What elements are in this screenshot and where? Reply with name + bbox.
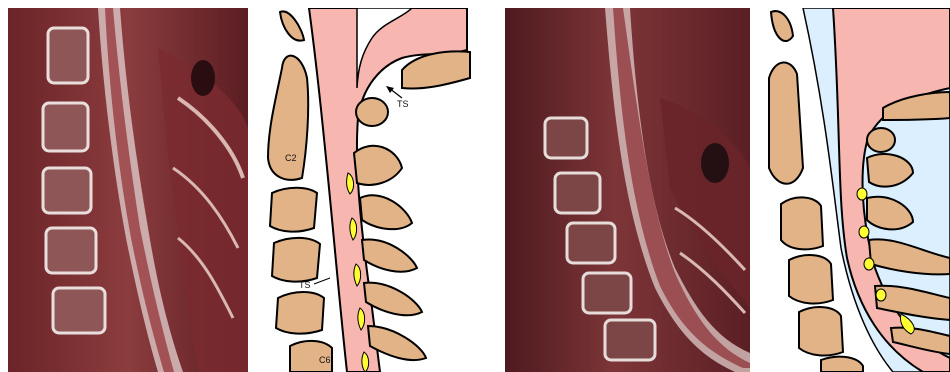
label-c2: C2 [285,153,297,163]
label-ts-upper: TS [397,99,409,109]
schematic-left-drawing: TS C2 TS C6 [262,8,472,372]
section-photo-right-drawing [505,8,750,372]
label-c6: C6 [319,355,331,365]
section-photo-left [8,8,248,372]
label-ts-lower: TS [299,280,311,290]
section-photo-left-drawing [8,8,248,372]
section-photo-right [505,8,750,372]
schematic-right [763,8,950,372]
schematic-left: TS C2 TS C6 [262,8,472,372]
schematic-right-drawing [763,8,950,372]
